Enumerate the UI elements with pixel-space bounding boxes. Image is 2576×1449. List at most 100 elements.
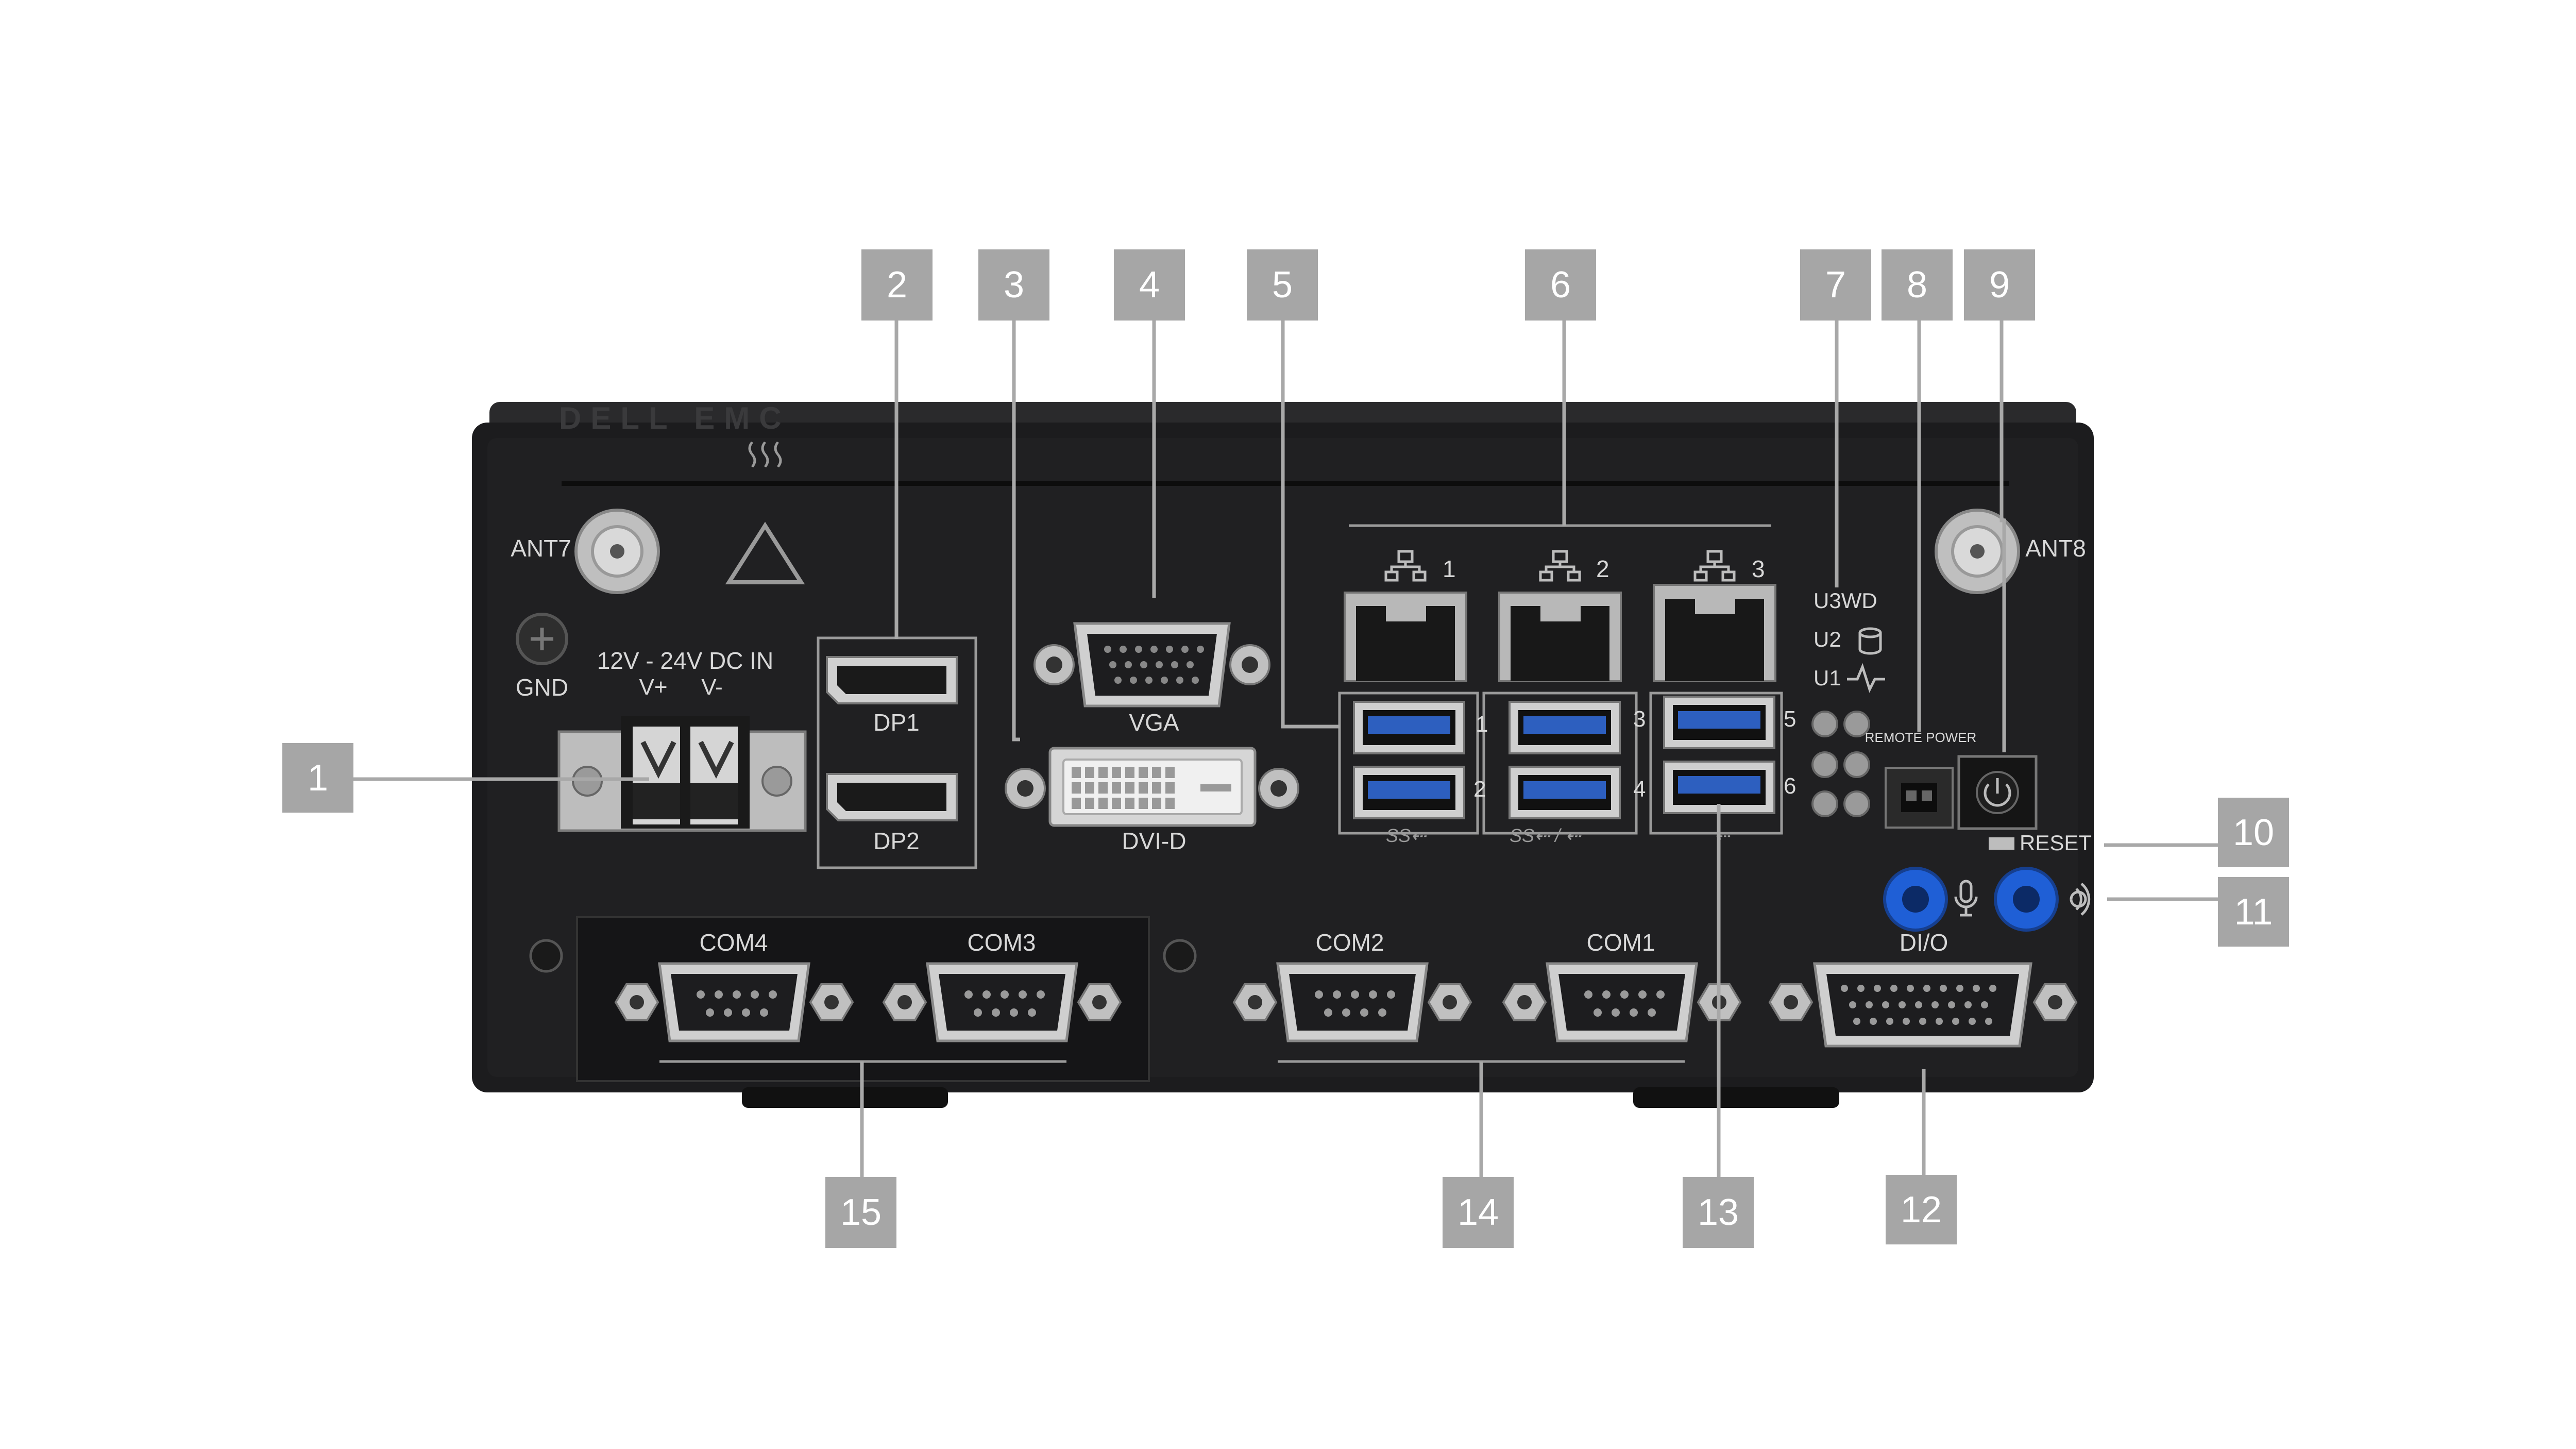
- power-pin-vminus: V-: [701, 675, 723, 700]
- svg-text:3: 3: [1004, 264, 1024, 306]
- reset-button[interactable]: [1989, 837, 2014, 850]
- lan-port-2[interactable]: [1498, 592, 1622, 682]
- displayport-2[interactable]: [826, 773, 958, 821]
- audio-out-jack[interactable]: [1994, 867, 2059, 932]
- callout-badge-7: 7: [1800, 249, 1871, 321]
- svg-text:11: 11: [2234, 891, 2273, 933]
- usb-superspeed-logo: SS⇠: [1386, 825, 1427, 846]
- heartbeat-icon: [1847, 663, 1885, 693]
- callout-leader-lines: [349, 321, 2221, 1180]
- svg-text:14: 14: [1458, 1192, 1499, 1233]
- dp2-label: DP2: [873, 828, 919, 854]
- dvi-d-port[interactable]: [1005, 747, 1299, 827]
- usb-group-frame-right: [1649, 692, 1783, 835]
- com4-port[interactable]: [614, 962, 854, 1042]
- usb-group-frame-left: [1338, 692, 1479, 835]
- power-terminal-block: [557, 716, 807, 832]
- antenna-connector-ant7: [574, 509, 660, 594]
- svg-text:7: 7: [1825, 264, 1846, 306]
- callout-badge-9: 9: [1964, 249, 2035, 321]
- usb-2-number: 2: [1473, 777, 1486, 802]
- lan-port-3[interactable]: [1653, 584, 1776, 682]
- svg-text:12: 12: [1901, 1189, 1942, 1231]
- ground-screw: [516, 613, 568, 665]
- dio-port[interactable]: [1768, 962, 2078, 1048]
- network-icon: [1384, 550, 1427, 582]
- power-in-label: 12V - 24V DC IN: [597, 647, 774, 674]
- svg-text:1: 1: [308, 757, 328, 799]
- remote-power-connector[interactable]: [1885, 767, 1954, 829]
- network-icon: [1693, 550, 1736, 582]
- brand-logo: DELL EMC: [559, 401, 791, 435]
- callout-badge-5: 5: [1247, 249, 1318, 321]
- chassis-screw: [529, 939, 563, 973]
- vga-port[interactable]: [1033, 622, 1270, 707]
- svg-text:2: 2: [887, 264, 907, 306]
- lan-1-number: 1: [1443, 555, 1456, 582]
- dp1-label: DP1: [873, 709, 919, 736]
- svg-text:4: 4: [1139, 264, 1160, 306]
- callout-badge-14: 14: [1443, 1177, 1514, 1248]
- callout-badge-4: 4: [1114, 249, 1185, 321]
- com3-label: COM3: [968, 929, 1036, 956]
- usb-1-number: 1: [1476, 712, 1488, 737]
- svg-text:8: 8: [1907, 264, 1927, 306]
- lan-3-number: 3: [1752, 555, 1765, 582]
- com4-label: COM4: [700, 929, 768, 956]
- remote-power-label: REMOTE POWER: [1865, 730, 1977, 745]
- lan-port-1[interactable]: [1344, 592, 1467, 682]
- audio-out-icon: [2070, 883, 2091, 916]
- callout-badge-3: 3: [978, 249, 1049, 321]
- microphone-icon: [1954, 880, 1978, 917]
- svg-text:10: 10: [2233, 812, 2274, 853]
- lan-2-number: 2: [1596, 555, 1609, 582]
- ant7-label: ANT7: [511, 535, 571, 562]
- power-button[interactable]: [1957, 755, 2038, 830]
- com1-label: COM1: [1587, 929, 1655, 956]
- callout-badge-1: 1: [282, 743, 353, 813]
- usb-port-5[interactable]: [1663, 696, 1775, 749]
- antenna-connector-ant8: [1935, 509, 2020, 594]
- usb-superspeed-logo: SS⇠ / ⇠: [1510, 825, 1582, 846]
- com2-label: COM2: [1316, 929, 1384, 956]
- svg-text:6: 6: [1550, 264, 1571, 306]
- usb-5-number: 5: [1784, 706, 1796, 732]
- status-leds: [1811, 711, 1870, 817]
- usb-port-1[interactable]: [1353, 701, 1465, 754]
- com2-port[interactable]: [1232, 962, 1472, 1042]
- usb-4-number: 4: [1633, 777, 1646, 802]
- led-label-u2: U2: [1814, 627, 1841, 651]
- led-label-u3wd: U3WD: [1814, 588, 1877, 613]
- reset-label: RESET: [2020, 831, 2092, 855]
- gnd-label: GND: [516, 674, 568, 701]
- power-icon: [1984, 778, 2011, 807]
- callout-badge-8: 8: [1882, 249, 1953, 321]
- dvi-d-label: DVI-D: [1122, 828, 1186, 854]
- svg-text:13: 13: [1698, 1192, 1739, 1233]
- power-pin-vplus: V+: [639, 675, 667, 700]
- svg-text:5: 5: [1272, 264, 1293, 306]
- usb-3-number: 3: [1633, 706, 1646, 732]
- usb-6-number: 6: [1784, 773, 1796, 799]
- com3-port[interactable]: [882, 962, 1122, 1042]
- callout-badge-13: 13: [1683, 1177, 1754, 1248]
- ant8-label: ANT8: [2025, 535, 2086, 562]
- callout-badge-2: 2: [861, 249, 933, 321]
- microphone-jack[interactable]: [1883, 867, 1948, 932]
- usb-port-3[interactable]: [1509, 701, 1621, 754]
- chassis-screw: [1163, 939, 1197, 973]
- svg-text:15: 15: [840, 1192, 882, 1233]
- led-label-u1: U1: [1814, 666, 1841, 690]
- usb-port-2[interactable]: [1353, 766, 1465, 819]
- dio-label: DI/O: [1900, 929, 1948, 956]
- svg-text:9: 9: [1989, 264, 2010, 306]
- network-icon: [1539, 550, 1581, 582]
- hazard-hot-surface-icon: [725, 441, 805, 584]
- callout-badge-10: 10: [2218, 798, 2289, 867]
- callout-badge-15: 15: [825, 1177, 896, 1248]
- usb-port-4[interactable]: [1509, 766, 1621, 819]
- displayport-1[interactable]: [826, 656, 958, 704]
- callout-badge-11: 11: [2218, 877, 2289, 947]
- usb-group-frame-middle: [1482, 692, 1638, 835]
